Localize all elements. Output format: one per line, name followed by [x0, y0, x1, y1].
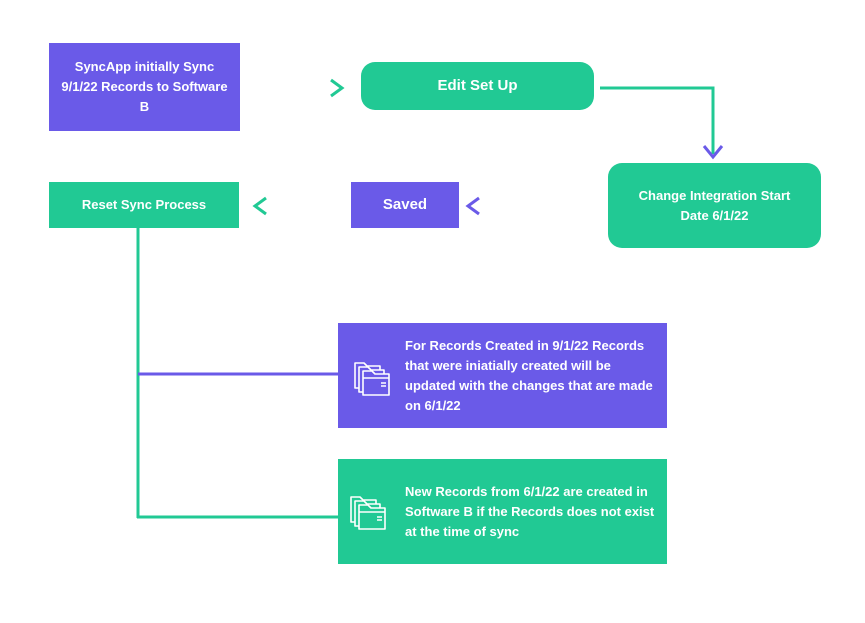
node-saved: Saved — [351, 182, 459, 228]
node-edit-setup-label: Edit Set Up — [437, 77, 518, 94]
arrow-change-to-saved — [465, 196, 601, 216]
node-change-start: Change Integration Start Date 6/1/22 — [608, 163, 821, 248]
card-new-records-text: New Records from 6/1/22 are created in S… — [405, 483, 655, 539]
folders-icon — [348, 490, 390, 538]
card-new-records: New Records from 6/1/22 are created in S… — [338, 459, 667, 564]
arrow-sync-to-edit — [246, 78, 345, 98]
node-reset-sync-label: Reset Sync Process — [81, 197, 207, 212]
card-existing-records: For Records Created in 9/1/22 Records th… — [338, 323, 667, 428]
arrow-edit-to-change — [600, 86, 724, 160]
node-initial-sync: SyncApp initially Sync 9/1/22 Records to… — [49, 43, 240, 131]
card-existing-records-text: For Records Created in 9/1/22 Records th… — [405, 337, 653, 413]
arrow-saved-to-reset — [252, 196, 344, 216]
node-reset-sync: Reset Sync Process — [49, 182, 239, 228]
branch-connector — [136, 228, 340, 519]
node-initial-sync-label: SyncApp initially Sync 9/1/22 Records to… — [61, 59, 228, 114]
node-edit-setup: Edit Set Up — [361, 62, 594, 110]
node-change-start-label: Change Integration Start Date 6/1/22 — [638, 187, 791, 223]
folders-icon — [352, 356, 394, 404]
node-saved-label: Saved — [382, 196, 428, 213]
